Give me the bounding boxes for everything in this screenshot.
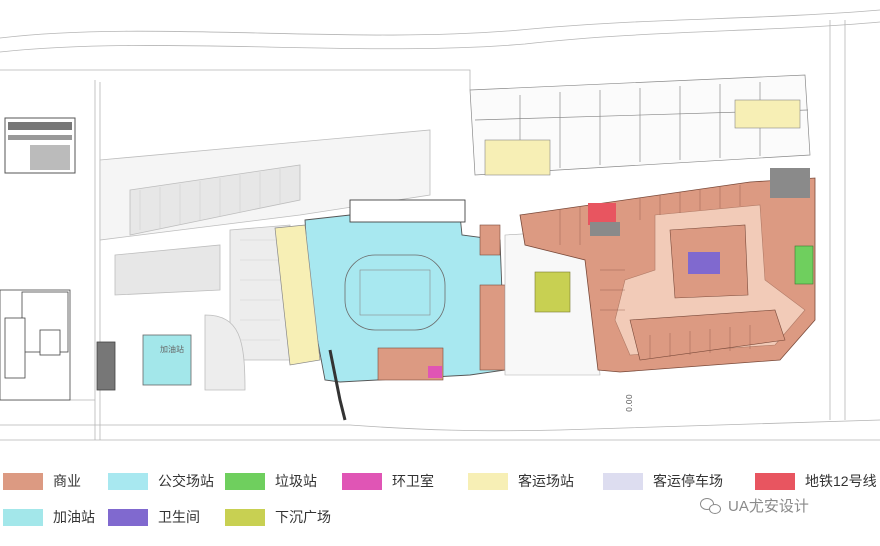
legend-item-bus-station: 公交场站 bbox=[108, 470, 214, 492]
legend-label: 卫生间 bbox=[158, 509, 200, 525]
toilet bbox=[688, 252, 720, 274]
elevation-label: 0.00 bbox=[625, 394, 634, 412]
passenger-strip bbox=[274, 224, 321, 366]
legend-label: 加油站 bbox=[53, 509, 95, 525]
legend-label: 下沉广场 bbox=[275, 509, 331, 525]
commerce-main bbox=[519, 168, 816, 373]
legend-swatch bbox=[3, 472, 43, 490]
legend-item-gas-station: 加油站 bbox=[3, 506, 95, 528]
parking-areas bbox=[99, 129, 431, 391]
legend-label: 垃圾站 bbox=[275, 473, 317, 489]
legend-label: 客运停车场 bbox=[653, 473, 723, 489]
gas-station-sign: 加油站 bbox=[160, 344, 184, 354]
passenger-station-zones bbox=[484, 99, 801, 176]
left-building bbox=[0, 289, 116, 401]
legend-label: 环卫室 bbox=[392, 473, 434, 489]
top-left-building bbox=[4, 117, 76, 174]
bus-entry-road bbox=[328, 349, 347, 421]
legend-item-sunken-plaza: 下沉广场 bbox=[225, 506, 331, 528]
legend-item-garbage-station: 垃圾站 bbox=[225, 470, 317, 492]
legend-item-passenger-station: 客运场站 bbox=[468, 470, 574, 492]
legend-swatch bbox=[603, 472, 643, 490]
legend-item-commerce: 商业 bbox=[3, 470, 81, 492]
legend-label: 公交场站 bbox=[158, 473, 214, 489]
legend-swatch bbox=[468, 472, 508, 490]
plaza-area bbox=[504, 229, 601, 376]
legend: 商业 公交场站 垃圾站 环卫室 客运场站 客运停车场 地铁12号线 加油站 卫生… bbox=[0, 460, 880, 546]
garbage-station bbox=[794, 245, 814, 285]
legend-swatch bbox=[755, 472, 795, 490]
bus-station-top-block bbox=[349, 199, 466, 223]
legend-label: 地铁12号线 bbox=[805, 473, 877, 489]
legend-swatch bbox=[108, 472, 148, 490]
legend-item-sanitation-room: 环卫室 bbox=[342, 470, 434, 492]
legend-swatch bbox=[225, 472, 265, 490]
legend-swatch bbox=[3, 508, 43, 526]
watermark-text: UA尤安设计 bbox=[728, 498, 809, 515]
watermark: UA尤安设计 bbox=[700, 495, 809, 516]
parking-hatching bbox=[139, 169, 281, 341]
sanitation-room bbox=[428, 366, 442, 378]
legend-label: 客运场站 bbox=[518, 473, 574, 489]
site-plan: 加油站 bbox=[0, 9, 880, 441]
legend-swatch bbox=[225, 508, 265, 526]
commerce-grid bbox=[559, 185, 751, 358]
wechat-icon bbox=[700, 497, 722, 514]
legend-swatch bbox=[108, 508, 148, 526]
gas-station: 加油站 bbox=[142, 334, 192, 386]
legend-label: 商业 bbox=[53, 473, 81, 489]
legend-item-passenger-parking: 客运停车场 bbox=[603, 470, 723, 492]
legend-item-toilet: 卫生间 bbox=[108, 506, 200, 528]
legend-item-metro-line-12: 地铁12号线 bbox=[755, 470, 877, 492]
legend-swatch bbox=[342, 472, 382, 490]
sunken-plaza bbox=[534, 271, 571, 313]
metro-line-12 bbox=[588, 203, 616, 225]
